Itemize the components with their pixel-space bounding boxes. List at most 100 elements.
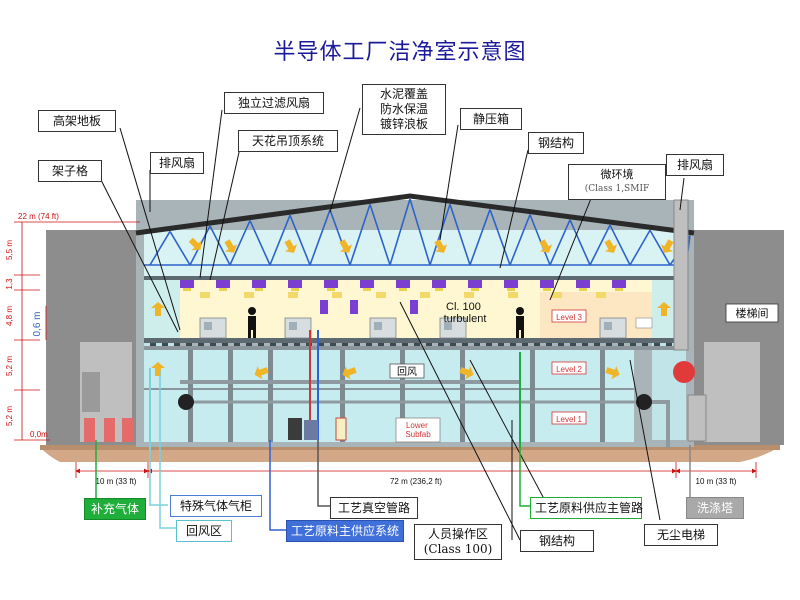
callout-process-material-pipe: 工艺原料供应主管路 [530, 497, 643, 519]
callout-clean-elevator: 无尘电梯 [644, 524, 718, 546]
column [228, 350, 233, 442]
airflow-arrow [605, 366, 620, 380]
operator-area-line2: (Class 100) [423, 542, 493, 556]
waffle-cell [414, 343, 420, 346]
ffu-filter [219, 288, 227, 291]
ffu-diffuser [420, 292, 430, 298]
gas-cabinet-2 [104, 418, 115, 442]
waffle-cell [150, 343, 156, 346]
raised-floor [144, 338, 686, 343]
waffle-cell [282, 343, 288, 346]
waffle-cell [186, 343, 192, 346]
tool-panel [444, 322, 452, 330]
process-tools [199, 300, 627, 339]
minienv-ffu [320, 300, 328, 314]
airflow-arrow [657, 302, 671, 316]
ffu-filter [399, 288, 407, 291]
airflow-arrow [188, 237, 202, 251]
lower-subfab-label: Lower Subfab [405, 421, 431, 439]
waffle-cell [354, 343, 360, 346]
scrubber-tower [687, 394, 707, 442]
operator-figure-left [248, 307, 256, 338]
power-panel [335, 417, 347, 441]
mini-env-line1: 微环境 [600, 168, 634, 181]
level1-box [551, 411, 587, 425]
airflow-arrow [151, 362, 165, 376]
waffle-cell [390, 343, 396, 346]
callout-return-area: 回风区 [176, 520, 232, 542]
colored-leaders [95, 370, 691, 531]
waffle-cell [510, 343, 516, 346]
waffle-cell [366, 343, 372, 346]
truss-web [229, 220, 251, 266]
waffle-cell [234, 343, 240, 346]
waffle-cell [666, 343, 672, 346]
process-tool [284, 317, 312, 339]
roof-line1: 水泥覆盖 [379, 87, 428, 101]
ffu-filter [291, 288, 299, 291]
cleanroom-class-line1: Cl. 100 [446, 301, 481, 313]
waffle-cell [582, 343, 588, 346]
level2-label: Level 2 [556, 365, 582, 374]
column [600, 350, 605, 442]
tool-panel [604, 322, 612, 330]
waffle-cell [198, 343, 204, 346]
level2-box [551, 361, 587, 375]
waffle-cell [618, 343, 624, 346]
tool-panel [204, 322, 212, 330]
tool-panel [289, 322, 297, 330]
callout-scrubber: 洗涤塔 [686, 497, 744, 519]
ffu-box [612, 280, 626, 288]
waffle-cell [438, 343, 444, 346]
minienv-ffu [410, 300, 418, 314]
dimension-text: 22 m (74 ft) 5,5 m 1,3 4,8 m 0,6 m 5,2 m… [5, 212, 59, 439]
airflow-arrow [459, 366, 474, 380]
waffle-cell [342, 343, 348, 346]
roof-truss [144, 198, 691, 266]
vertical-dimensions [14, 221, 140, 441]
waffle-cell [630, 343, 636, 346]
ffu-box [432, 280, 446, 288]
waffle-slab [144, 346, 686, 350]
callout-steel-structure-bottom: 钢结构 [520, 530, 594, 552]
truss-web [249, 220, 271, 266]
callout-makeup-gas: 补充气体 [84, 498, 146, 520]
truss-web [529, 214, 551, 266]
callout-exhaust-fan-right: 排风扇 [666, 154, 724, 176]
airflow-arrow [151, 302, 165, 316]
waffle-cell [318, 343, 324, 346]
ffu-diffuser [464, 292, 474, 298]
lower-subfab-line2: Subfab [405, 430, 431, 439]
operator-figure-right [516, 307, 524, 338]
mini-env-line2: (Class 1,SMIF [584, 184, 650, 194]
airflow-arrow [339, 239, 353, 253]
grating-floors [144, 276, 686, 390]
vacuum-pump [304, 420, 318, 440]
dim-h3: 4,8 m [5, 306, 14, 326]
operator-area-line1: 人员操作区 [427, 527, 488, 541]
right-annex-inner [704, 342, 760, 442]
cleanroom-class-line2: turbulent [444, 313, 487, 325]
dim-zero: 0,0m [30, 430, 48, 439]
ffu-filter [507, 288, 515, 291]
dim-height-top: 22 m (74 ft) [18, 212, 59, 221]
ffu-box [216, 280, 230, 288]
truss-web [369, 204, 391, 266]
chem-cabinet [288, 418, 302, 440]
truss-web [429, 203, 451, 266]
waffle-cell [174, 343, 180, 346]
callout-grating: 架子格 [38, 160, 102, 182]
truss-web [569, 219, 591, 266]
waffle-cell [498, 343, 504, 346]
airflow-arrow [224, 239, 238, 253]
waffle-cell [162, 343, 168, 346]
ffu-box [180, 280, 194, 288]
truss-web [309, 209, 331, 266]
minienv-ffu [350, 300, 358, 314]
horizontal-dimensions [75, 462, 757, 478]
airflow-arrows [151, 237, 674, 380]
gas-cabinet-1 [84, 418, 95, 442]
bulk-gas [82, 372, 100, 412]
waffle-cell [462, 343, 468, 346]
waffle-cell [450, 343, 456, 346]
